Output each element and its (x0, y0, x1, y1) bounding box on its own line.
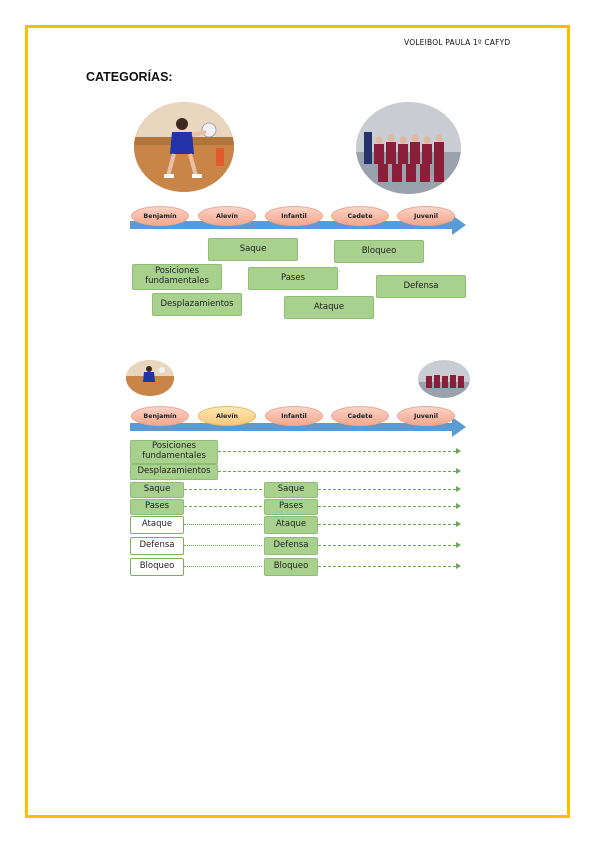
categories-slide-1: ✦ (126, 100, 476, 325)
row-ataque-arrowhead (456, 521, 461, 527)
row-defensa: Defensa (130, 537, 184, 555)
row-defensa-infantil: Defensa (264, 537, 318, 555)
row-pases-arrowhead (456, 503, 461, 509)
row-pases-line-b (318, 506, 456, 507)
row-defensa-arrowhead (456, 542, 461, 548)
timeline-arrowhead (452, 215, 466, 235)
skill-saque: Saque (208, 238, 298, 261)
category-alevin-2: Alevín (198, 406, 256, 426)
category-benjamin: Benjamín (131, 206, 189, 226)
skill-desplazamientos: Desplazamientos (152, 293, 242, 316)
skill-posiciones: Posiciones fundamentales (132, 264, 222, 290)
page-title: CATEGORÍAS: (86, 70, 173, 84)
category-infantil: Infantil (265, 206, 323, 226)
row-posiciones-line (218, 451, 456, 452)
skill-ataque: Ataque (284, 296, 374, 319)
photo-girl-player-small (126, 360, 174, 396)
timeline-arrow-2 (130, 423, 452, 431)
row-saque-infantil: Saque (264, 482, 318, 498)
row-saque-line-a (184, 489, 262, 490)
skill-pases: Pases (248, 267, 338, 290)
category-cadete-2: Cadete (331, 406, 389, 426)
row-ataque-line-b (318, 524, 456, 525)
row-bloqueo: Bloqueo (130, 558, 184, 576)
row-pases-line-a (184, 506, 262, 507)
category-juvenil: Juvenil (397, 206, 455, 226)
row-saque: Saque (130, 482, 184, 498)
photo-team-small (418, 360, 470, 398)
categories-slide-2: Benjamín Alevín Infantil Cadete Juvenil … (126, 358, 476, 578)
row-desplazamientos-arrowhead (456, 468, 461, 474)
category-juvenil-2: Juvenil (397, 406, 455, 426)
row-ataque-line-a (184, 524, 262, 525)
row-bloqueo-arrowhead (456, 563, 461, 569)
row-saque-line-b (318, 489, 456, 490)
row-posiciones-arrowhead (456, 448, 461, 454)
row-bloqueo-line-b (318, 566, 456, 567)
row-desplazamientos-line (218, 471, 456, 472)
timeline-arrowhead-2 (452, 417, 466, 437)
category-infantil-2: Infantil (265, 406, 323, 426)
row-pases-infantil: Pases (264, 499, 318, 515)
row-posiciones: Posiciones fundamentales (130, 440, 218, 464)
row-defensa-line-a (184, 545, 262, 546)
header-text: VOLEIBOL PAULA 1º CAFYD (404, 38, 511, 47)
page-border (25, 25, 570, 818)
skill-bloqueo: Bloqueo (334, 240, 424, 263)
category-cadete: Cadete (331, 206, 389, 226)
row-bloqueo-infantil: Bloqueo (264, 558, 318, 576)
row-ataque: Ataque (130, 516, 184, 534)
row-pases: Pases (130, 499, 184, 515)
row-saque-arrowhead (456, 486, 461, 492)
skill-defensa: Defensa (376, 275, 466, 298)
photo-girl-player (134, 102, 234, 192)
category-benjamin-2: Benjamín (131, 406, 189, 426)
row-desplazamientos: Desplazamientos (130, 464, 218, 480)
category-alevin: Alevín (198, 206, 256, 226)
row-defensa-line-b (318, 545, 456, 546)
row-bloqueo-line-a (184, 566, 262, 567)
photo-team (356, 102, 461, 194)
row-ataque-infantil: Ataque (264, 516, 318, 534)
